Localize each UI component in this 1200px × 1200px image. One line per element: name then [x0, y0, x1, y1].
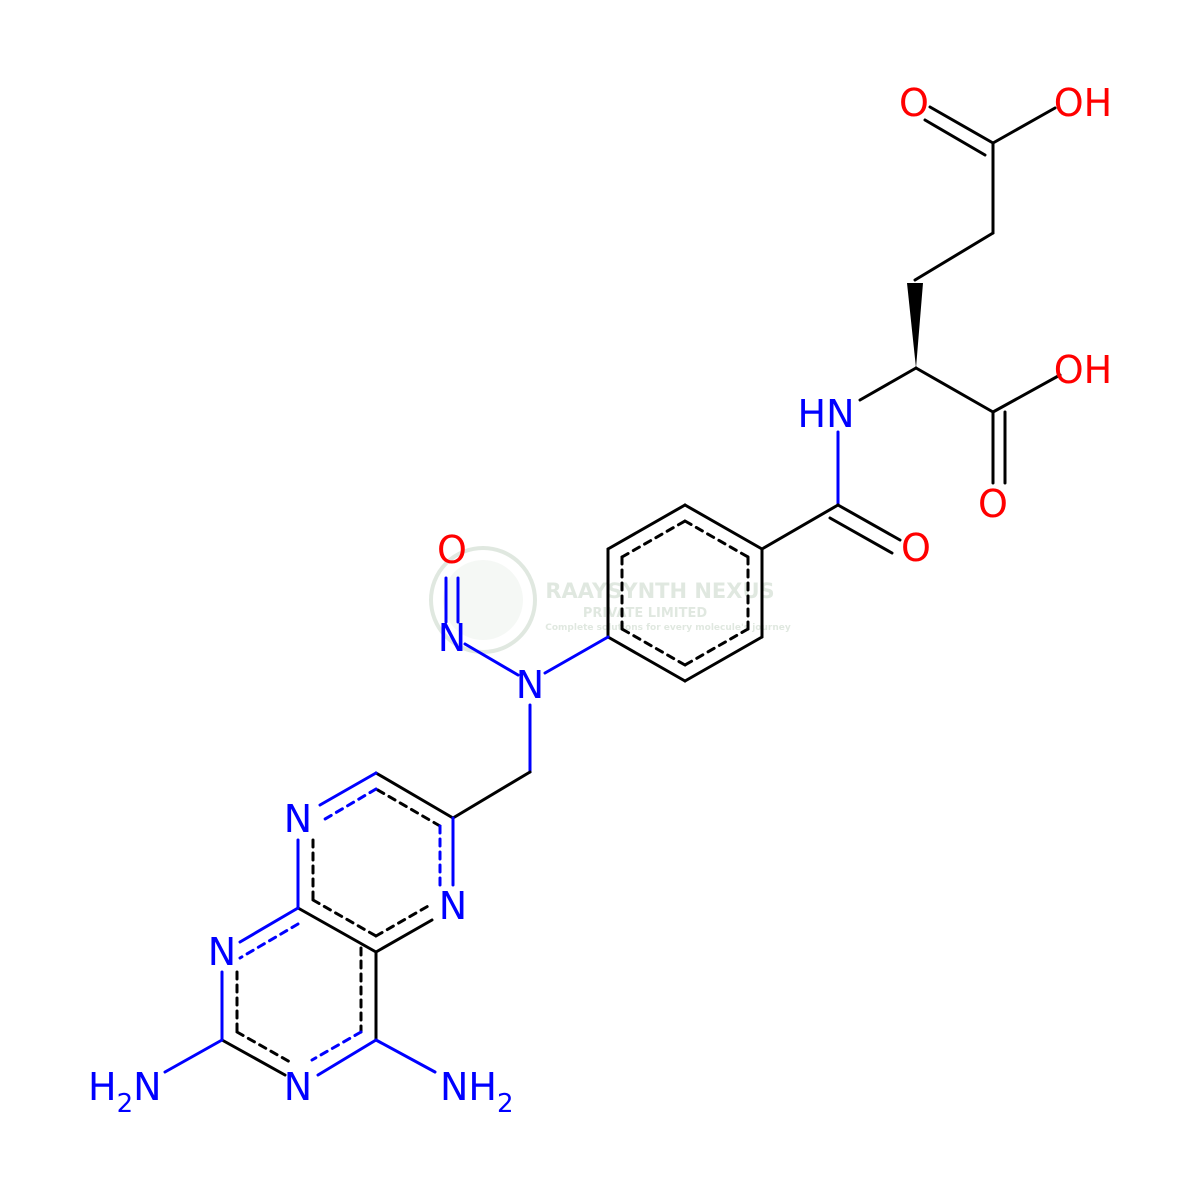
atom-nh2-left: H2N — [88, 1065, 162, 1119]
atom-n-nitroso: N — [438, 616, 466, 660]
atom-n-ring-bottom: N — [284, 1065, 312, 1109]
watermark-line1: RAAYSYNTH NEXUS — [545, 579, 774, 603]
bonds — [163, 105, 1062, 1077]
bond — [991, 106, 1057, 145]
logo-mark-icon — [429, 546, 537, 654]
atom-hn: HN — [798, 392, 855, 436]
watermark-line2: PRIVATE LIMITED — [583, 606, 708, 621]
atom-o-mid: O — [978, 482, 1008, 526]
atom-o-nitroso: O — [437, 528, 467, 572]
atom-n-ring-right: N — [439, 884, 467, 928]
watermark: RAAYSYNTH NEXUS PRIVATE LIMITED Complete… — [429, 546, 791, 654]
atom-o-top: O — [899, 81, 929, 125]
atom-oh-mid: OH — [1054, 348, 1112, 392]
atom-o-amide: O — [901, 526, 931, 570]
atom-n-ring-top-left: N — [284, 797, 312, 841]
atom-n-ring-left: N — [208, 930, 236, 974]
atom-labels: OH O OH O HN O O N N N N N N H2N NH2 — [88, 81, 1112, 1119]
atom-oh-top: OH — [1054, 81, 1112, 125]
watermark-line3: Complete solutions for every molecule's … — [545, 623, 791, 633]
atom-nh2-right: NH2 — [440, 1065, 514, 1119]
atom-n-amine: N — [516, 663, 544, 707]
wedge-bond — [907, 283, 923, 368]
